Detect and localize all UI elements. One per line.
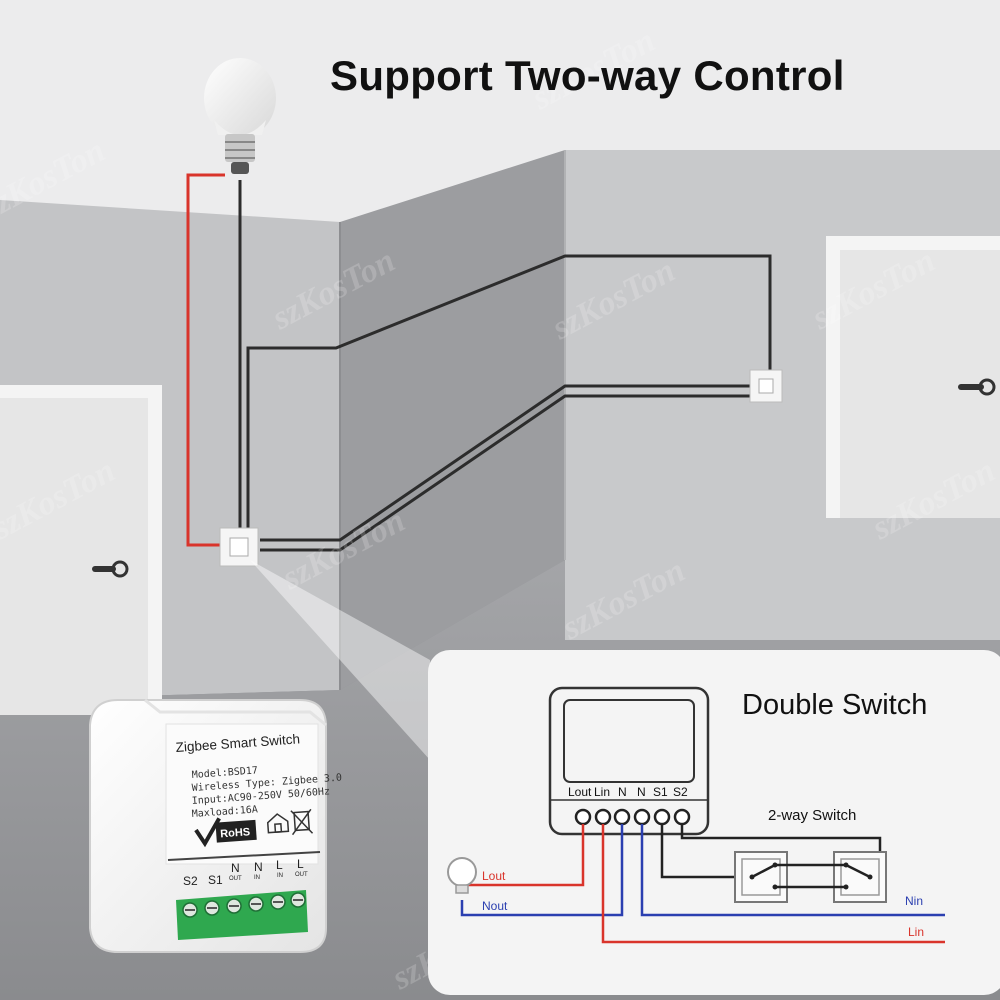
traveller-wire-1: [246, 254, 772, 530]
svg-text:Model:BSD17: Model:BSD17: [191, 765, 258, 781]
left-door: [0, 385, 162, 715]
svg-text:N: N: [637, 785, 646, 799]
svg-text:L: L: [297, 857, 304, 871]
diagram-s1-wire: [660, 824, 752, 879]
traveller-wire-2: [260, 384, 752, 542]
svg-text:S2: S2: [673, 785, 688, 799]
wall-switch-remote: [749, 369, 783, 403]
traveller-wire-3: [260, 394, 752, 552]
ceiling-edge: [0, 0, 1000, 222]
terminal-block: [176, 890, 308, 940]
two-way-switch-label: 2-way Switch: [768, 807, 856, 824]
svg-text:N: N: [618, 785, 627, 799]
diagram-nin-wire: [640, 824, 945, 917]
svg-text:OUT: OUT: [229, 876, 242, 882]
diagram-title: Double Switch: [742, 689, 927, 721]
svg-text:S1: S1: [208, 873, 223, 887]
right-door: [826, 236, 1000, 518]
svg-text:Nin: Nin: [905, 894, 923, 908]
diagram-terminals: [574, 808, 691, 826]
diagram-switch-a: [734, 851, 788, 903]
weee-bin-icon: [290, 808, 314, 836]
svg-text:Lout: Lout: [568, 785, 592, 799]
svg-text:L: L: [276, 858, 283, 872]
svg-text:RoHS: RoHS: [220, 826, 251, 840]
svg-text:OUT: OUT: [295, 872, 308, 878]
svg-text:Nout: Nout: [482, 899, 508, 913]
rohs-checkmark-icon: RoHS: [194, 817, 257, 848]
diagram-nout-wire: [460, 824, 624, 917]
wiring-diagram-inset: Double Switch Lout Lin N N S1 S2 2-way S…: [428, 650, 1000, 995]
svg-text:S2: S2: [183, 874, 198, 888]
svg-text:IN: IN: [254, 875, 260, 881]
diagram-switch-b: [833, 851, 887, 903]
diagram-lin-wire: [601, 824, 945, 944]
svg-text:Maxload:16A: Maxload:16A: [191, 804, 258, 820]
wall-wiring: [186, 173, 772, 552]
diagram-s2-wire: [680, 824, 882, 858]
live-wire: [186, 173, 225, 547]
corridor-wall: [340, 150, 565, 690]
svg-text:N: N: [231, 861, 240, 875]
indoor-use-icon: [266, 813, 290, 834]
diagram-bulb-icon: [447, 857, 477, 894]
zoom-cone: [250, 560, 430, 760]
svg-text:Lin: Lin: [908, 925, 924, 939]
svg-text:N: N: [254, 860, 263, 874]
bulb-icon: [204, 58, 276, 174]
svg-text:S1: S1: [653, 785, 668, 799]
headline: Support Two-way Control: [330, 52, 845, 99]
svg-text:Lin: Lin: [594, 785, 610, 799]
svg-text:IN: IN: [277, 873, 283, 879]
svg-text:Lout: Lout: [482, 869, 506, 883]
zigbee-module: Zigbee Smart Switch Model:BSD17 Wireless…: [89, 698, 342, 953]
diagram-module: [548, 686, 710, 836]
wall-switch-local: [219, 527, 259, 567]
